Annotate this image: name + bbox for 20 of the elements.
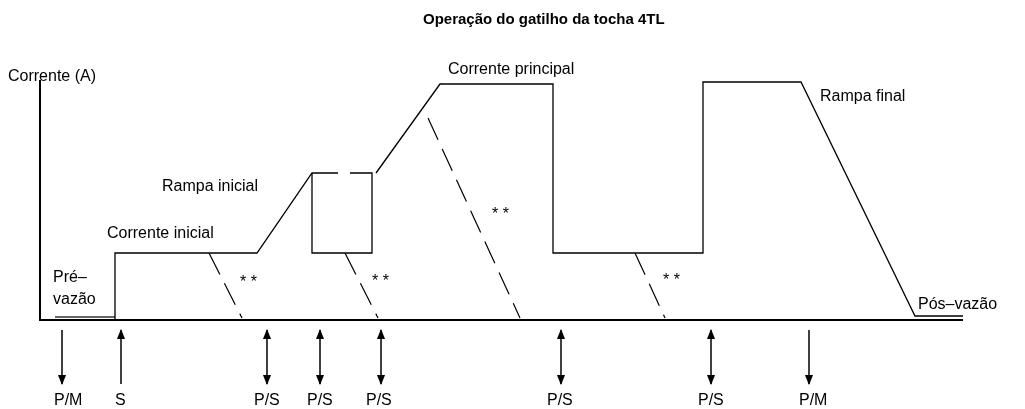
signal-label: P/S [307, 390, 333, 409]
marker: * * [240, 272, 257, 292]
signal-label: P/M [799, 390, 828, 409]
signal-label: P/S [547, 390, 573, 409]
segment-label: Rampa inicial [162, 176, 259, 196]
axis-label: Corrente (A) [8, 66, 97, 86]
signal-label: P/S [366, 390, 392, 409]
marker: * * [663, 270, 680, 290]
signal-label: S [115, 390, 126, 409]
segment-label: Corrente inicial [107, 223, 214, 243]
marker: * * [372, 271, 389, 291]
chart-title: Operação do gatilho da tocha 4TL [423, 9, 665, 29]
segment-label: Corrente principal [448, 59, 575, 79]
marker: * * [492, 204, 509, 224]
signal-label: P/S [254, 390, 280, 409]
signal-label: P/S [698, 390, 724, 409]
segment-label: Rampa final [820, 86, 906, 106]
segment-label: Pré– vazão [53, 267, 97, 309]
segment-label: Pós–vazão [918, 294, 998, 314]
signal-label: P/M [54, 390, 83, 409]
